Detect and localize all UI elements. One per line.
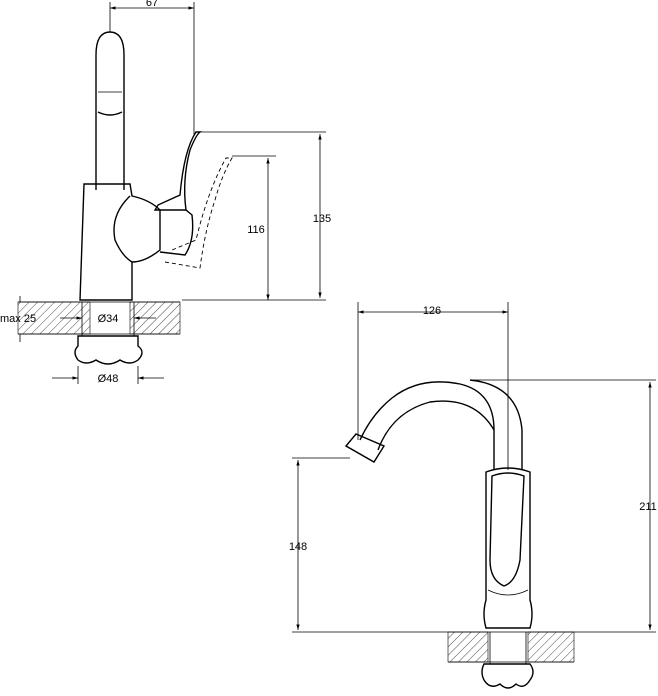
spout-tube-side — [95, 31, 125, 190]
dim-label-total-height-side: 135 — [313, 213, 331, 225]
lever-alt-position — [164, 157, 233, 269]
front-view: 126 148 211 — [289, 302, 657, 689]
countertop-right-hatch-front — [527, 631, 575, 663]
dim-label-hole-diameter: Ø34 — [98, 313, 119, 325]
spout-tip — [344, 433, 386, 463]
dim-label-lever-height: 116 — [247, 224, 265, 236]
dim-label-base-diameter: Ø48 — [98, 373, 119, 385]
countertop-left-hatch-front — [447, 631, 489, 663]
dim-label-max-deck: max 25 — [0, 313, 36, 325]
lever-handle-side — [153, 131, 203, 211]
side-view: 67 116 135 max 25 Ø34 Ø48 — [0, 0, 331, 385]
lever-handle-front — [489, 472, 525, 587]
dim-label-spout-reach: 126 — [423, 305, 441, 317]
faucet-body-front — [483, 467, 533, 629]
mounting-nut-front — [481, 663, 534, 689]
mounting-nut-side — [74, 335, 143, 365]
spout-curve-outer — [359, 381, 495, 470]
dim-label-reach-top: 67 — [146, 0, 158, 9]
dim-label-total-height-front: 211 — [639, 501, 657, 513]
dim-label-spout-height: 148 — [289, 541, 307, 553]
faucet-body-side — [79, 183, 161, 301]
